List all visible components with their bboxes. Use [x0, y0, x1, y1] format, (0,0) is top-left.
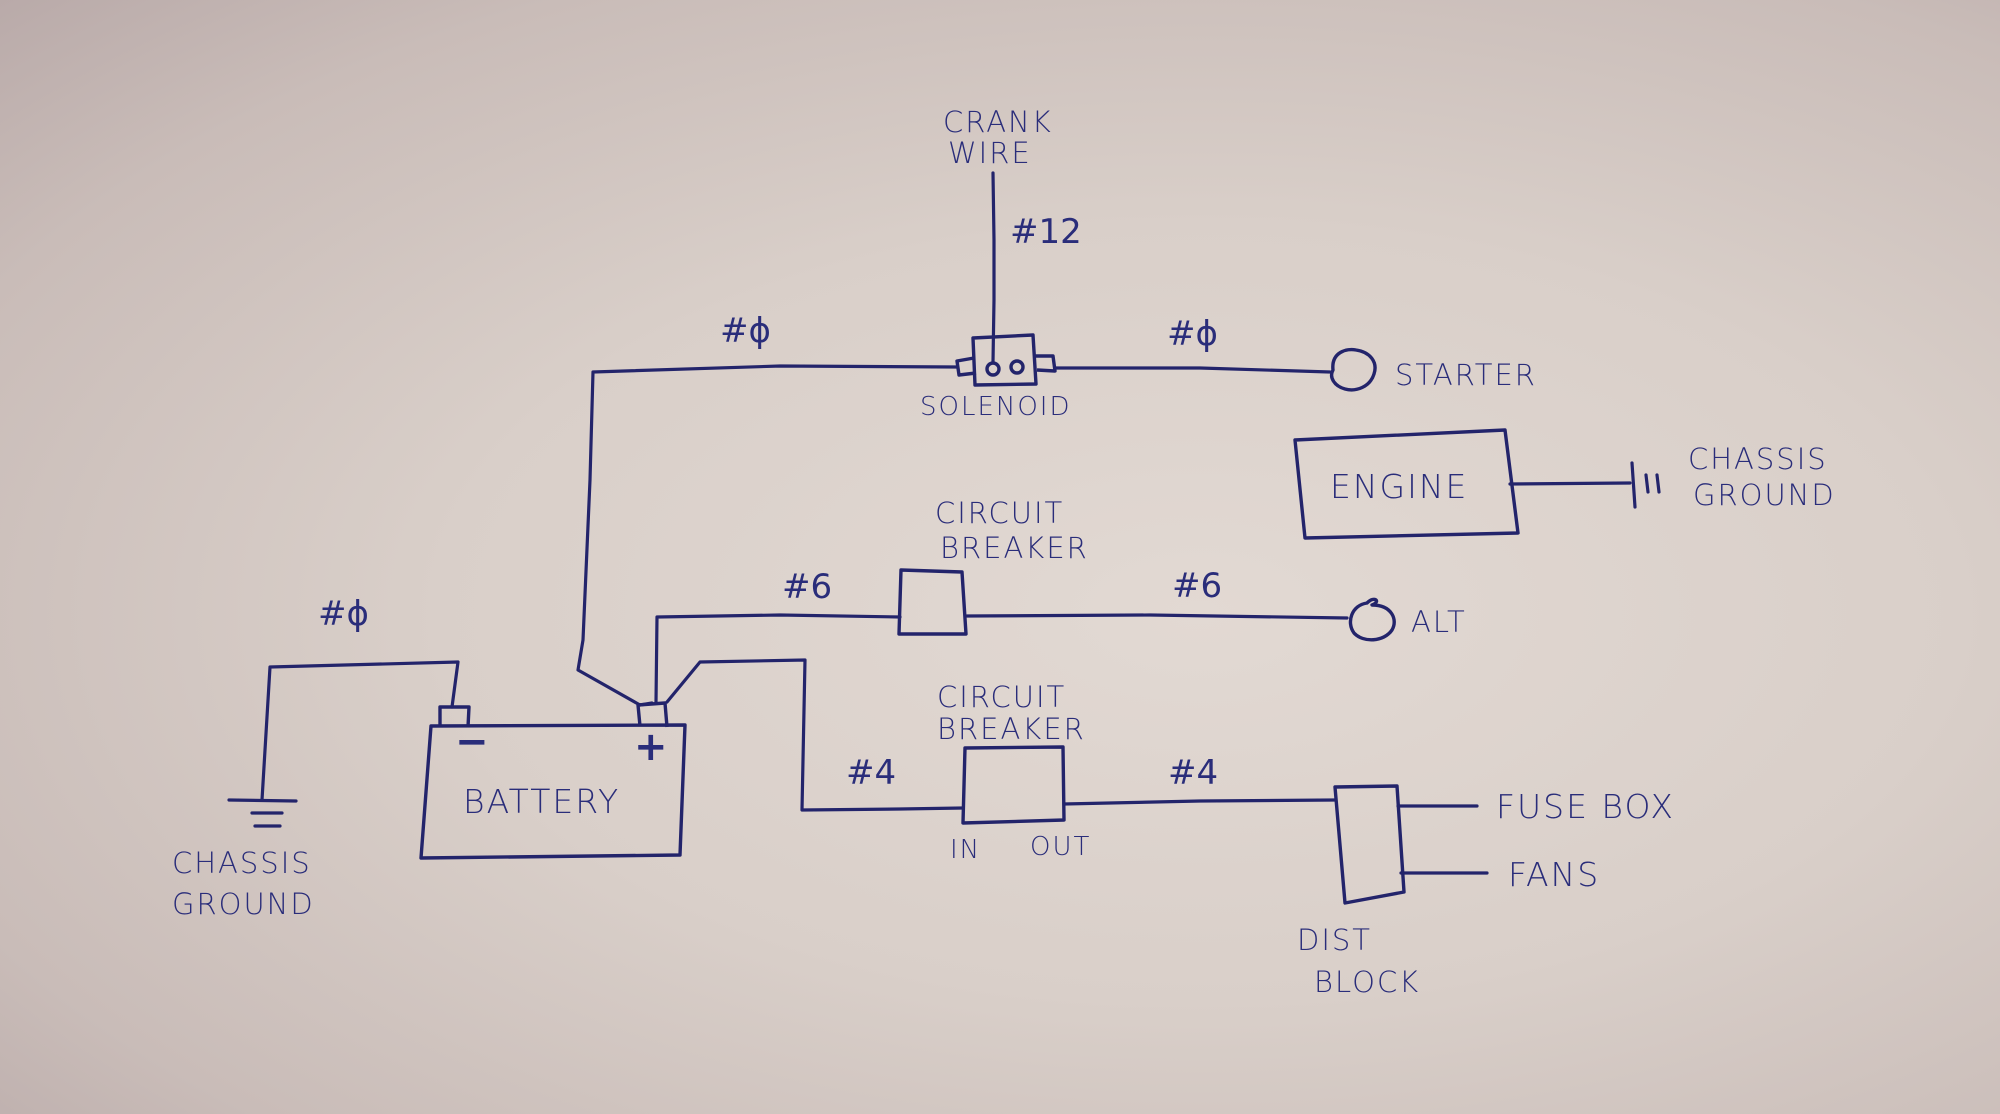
breaker-main-label-1: CIRCUIT — [937, 680, 1066, 714]
breaker-alt-label-2: BREAKER — [940, 531, 1089, 565]
solenoid-label: SOLENOID — [920, 392, 1071, 422]
gauge-battery-to-main-breaker: #4 — [846, 753, 896, 793]
solenoid: SOLENOID — [920, 333, 1071, 422]
starter-label: STARTER — [1395, 358, 1537, 392]
engine-body — [1293, 428, 1520, 540]
alternator-terminal — [1348, 597, 1396, 642]
gauge-battery-to-solenoid: #ϕ — [720, 311, 771, 351]
engine: ENGINE CHASSIS GROUND — [1293, 428, 1836, 540]
crank-wire-line — [991, 171, 996, 364]
solenoid-body — [971, 333, 1038, 387]
crank-wire-gauge: #12 — [1010, 212, 1082, 252]
breaker-main-out-label: OUT — [1030, 832, 1091, 862]
battery-negative-post — [438, 705, 471, 728]
breaker-alt-body — [897, 568, 968, 636]
starter-terminal — [1329, 347, 1377, 392]
battery-body — [419, 723, 687, 860]
alternator-label: ALT — [1411, 605, 1467, 639]
distribution-block: DIST BLOCK — [1297, 784, 1489, 999]
battery-label: BATTERY — [463, 782, 620, 821]
wire-battery-to-ground: #ϕ — [260, 594, 460, 802]
wire-alt-breaker-to-alt: #6 — [965, 566, 1349, 620]
battery-negative-symbol: − — [455, 719, 489, 765]
wire-battery-to-alt-breaker: #6 — [654, 567, 902, 704]
engine-ground-label-1: CHASSIS — [1688, 442, 1828, 476]
battery-ground-label-2: GROUND — [172, 887, 315, 921]
gauge-main-breaker-to-dist: #4 — [1168, 753, 1218, 793]
fuse-box-label: FUSE BOX — [1496, 787, 1675, 826]
wire-battery-to-main-breaker: #4 — [665, 658, 965, 812]
solenoid-right-tab — [1035, 354, 1057, 373]
wire-battery-to-solenoid: #ϕ — [576, 311, 959, 707]
gauge-solenoid-to-starter: #ϕ — [1167, 314, 1218, 354]
engine-ground-symbol — [1630, 461, 1661, 509]
crank-wire-label-2: WIRE — [948, 136, 1032, 170]
battery: − + BATTERY — [419, 701, 687, 860]
solenoid-terminal-2 — [1009, 359, 1025, 375]
gauge-battery-to-alt-breaker: #6 — [782, 567, 832, 607]
battery-ground-label-1: CHASSIS — [172, 846, 312, 880]
dist-block-label-2: BLOCK — [1314, 965, 1420, 999]
alternator: ALT — [1348, 597, 1467, 642]
crank-wire-label-1: CRANK — [943, 105, 1053, 139]
engine-ground-wire — [1508, 481, 1632, 486]
engine-label: ENGINE — [1330, 467, 1468, 506]
fans-label: FANS — [1508, 855, 1600, 894]
gauge-battery-to-ground: #ϕ — [318, 594, 369, 634]
circuit-breaker-main: CIRCUIT BREAKER IN OUT — [937, 680, 1091, 865]
wire-main-breaker-to-dist: #4 — [1062, 753, 1337, 806]
engine-ground-label-2: GROUND — [1693, 478, 1836, 512]
breaker-main-label-2: BREAKER — [937, 712, 1086, 746]
breaker-main-body — [961, 745, 1066, 825]
breaker-main-in-label: IN — [950, 835, 981, 865]
circuit-breaker-alt: CIRCUIT BREAKER — [897, 496, 1089, 636]
gauge-alt-breaker-to-alt: #6 — [1172, 566, 1222, 606]
solenoid-terminal-1 — [985, 361, 1001, 377]
dist-block-label-1: DIST — [1297, 923, 1372, 957]
ground-symbol — [227, 798, 298, 828]
wire-solenoid-to-starter: #ϕ — [1053, 314, 1332, 374]
battery-chassis-ground: CHASSIS GROUND — [172, 798, 315, 921]
battery-positive-post — [636, 701, 669, 728]
battery-positive-symbol: + — [634, 724, 668, 770]
crank-wire: CRANK WIRE #12 — [943, 105, 1082, 364]
dist-block-body — [1333, 784, 1406, 905]
breaker-alt-label-1: CIRCUIT — [935, 496, 1064, 530]
starter: STARTER — [1329, 347, 1537, 392]
